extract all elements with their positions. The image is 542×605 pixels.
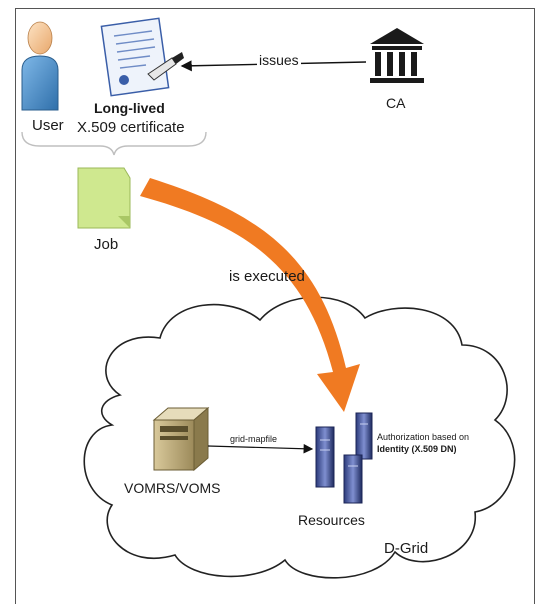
- ca-building-icon: [370, 28, 424, 83]
- ca-label: CA: [386, 95, 406, 111]
- certificate-icon: [100, 17, 184, 97]
- grid-mapfile-arrow: [207, 443, 314, 454]
- grid-mapfile-label: grid-mapfile: [230, 434, 278, 444]
- d-grid-label: D-Grid: [384, 540, 429, 557]
- job-label: Job: [94, 236, 119, 253]
- executed-label: is executed: [229, 268, 305, 285]
- authorization-line: Authorization based on: [377, 432, 470, 442]
- grouping-brace: [21, 131, 207, 156]
- voms-label: VOMRS/VOMS: [124, 480, 221, 496]
- voms-server-icon: [152, 406, 210, 472]
- resources-servers-icon: [315, 412, 373, 504]
- certificate-label: X.509 certificate: [77, 119, 185, 136]
- d-grid-cloud: [83, 296, 516, 579]
- execution-arrow: [140, 178, 360, 412]
- user-icon: [21, 21, 59, 111]
- diagram-frame: [15, 8, 535, 604]
- issues-label: issues: [257, 52, 301, 68]
- resources-label: Resources: [298, 512, 365, 528]
- user-label: User: [32, 117, 64, 134]
- job-document-icon: [77, 167, 131, 229]
- certificate-lifetime-label: Long-lived: [94, 100, 165, 116]
- authorization-note: Authorization based on Identity (X.509 D…: [377, 431, 469, 455]
- identity-line: Identity (X.509 DN): [377, 444, 457, 454]
